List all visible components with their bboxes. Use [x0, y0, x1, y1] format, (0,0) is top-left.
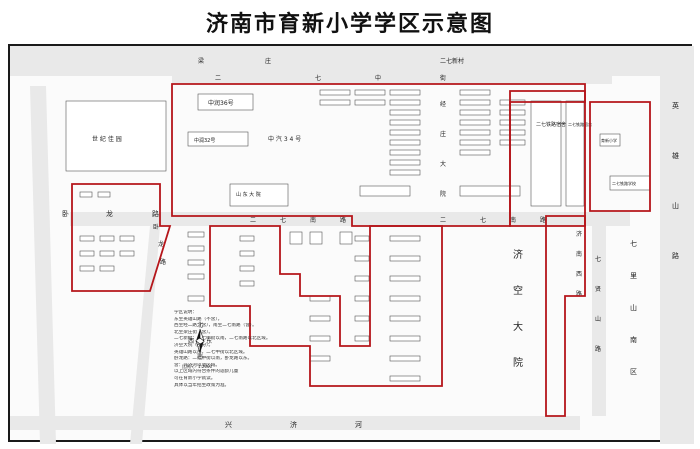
xingji-3: 河	[355, 421, 362, 429]
shandong-label: 山 东 大 院	[236, 191, 261, 198]
legend-line: 西至经二路（含），南至二七南路（含）。	[174, 323, 257, 329]
compass-east: 东	[206, 337, 212, 345]
qixian-2: 贤	[595, 285, 601, 293]
jinanxi-4: 路	[576, 290, 582, 298]
street-label-liang: 梁	[198, 57, 204, 65]
yuxin-block	[599, 133, 621, 147]
erqi-south2-4: 路	[540, 216, 546, 224]
west-road-1	[30, 86, 56, 444]
yingxiong-label-2: 雄	[672, 151, 679, 160]
wolong-label-1: 卧	[62, 210, 69, 218]
compass	[195, 328, 205, 354]
erqi-south-3: 南	[310, 216, 316, 224]
wolong2-label-1: 卧	[153, 223, 159, 231]
legend-line: 东至英雄山路（不含），	[174, 316, 223, 322]
compass-south: 南	[197, 353, 203, 361]
zhongrui34-label: 中 汽 3 4 号	[268, 135, 301, 143]
xingji-2: 济	[290, 420, 297, 429]
map-frame: 梁 庄 二七新村 二 七 中 街 英 雄 山 路 卧 龙 路 卧 龙 路 二 七…	[8, 44, 694, 444]
jikong-3: 大	[513, 320, 523, 333]
jinanxi-2: 南	[576, 250, 582, 258]
jikong-1: 济	[513, 248, 523, 261]
yingxiong-road	[660, 76, 694, 444]
shiji-label: 世 纪 佳 园	[92, 135, 122, 143]
wolong-label-2: 龙	[106, 209, 113, 218]
map-title: 济南市育新小学学区示意图	[205, 12, 494, 37]
erqi-south2-2: 七	[480, 216, 486, 224]
district-boundary-east	[589, 101, 651, 212]
zhongrui32-label: 中润32号	[194, 137, 215, 144]
erqi-school-label: 二七铁路学校	[612, 180, 636, 186]
zhongrui32-block	[187, 131, 249, 147]
wolong-label-3: 路	[152, 209, 159, 218]
jinanxi-3: 西	[576, 271, 582, 278]
zhongrui36-label: 中润36号	[208, 99, 234, 107]
erqi-south2-1: 二	[440, 217, 446, 224]
qixian-1: 七	[595, 255, 601, 263]
zhongrui36-block	[197, 93, 254, 111]
street-label-erqi-3: 中	[375, 74, 381, 82]
yuxin-label: 育新小学	[601, 137, 617, 143]
shandong-block	[229, 183, 289, 207]
erqi-zhongjie-road	[172, 70, 612, 84]
jingzhuang-2: 庄	[440, 130, 446, 138]
district-boundary-jikong	[545, 215, 586, 417]
legend-line: 以上区域内符合条件的适龄儿童	[174, 369, 239, 375]
qixian-road	[592, 226, 606, 416]
jingzhuang-1: 经	[440, 100, 446, 108]
legend-line: 济空大院（部分）。	[174, 342, 214, 348]
legend-line: 卧龙路：二七中街以南，卧龙路以东。	[174, 356, 253, 362]
building-grid	[79, 89, 526, 382]
qili-4: 南	[630, 335, 637, 344]
erqi-tielu2-block	[565, 100, 585, 207]
jikong-4: 院	[513, 356, 523, 369]
legend-line: 含：兴济河以北区域。	[174, 362, 220, 368]
jingzhuang-4: 院	[440, 190, 446, 198]
yingxiong-label-1: 英	[672, 101, 679, 110]
map-canvas: 梁 庄 二七新村 二 七 中 街 英 雄 山 路 卧 龙 路 卧 龙 路 二 七…	[10, 46, 694, 444]
legend-line: 北至梁庄街（含）。	[174, 329, 214, 335]
legend-panel: 学区说明： 东至英雄山路（不含）， 西至经二路（含），南至二七南路（含）。 北至…	[174, 310, 342, 422]
qili-5: 区	[630, 368, 637, 376]
xingji-1: 兴	[225, 420, 232, 429]
erqi-tielu-label: 二七铁路宿舍	[536, 121, 566, 128]
qili-1: 七	[630, 239, 637, 248]
compass-west: 西	[188, 338, 194, 345]
legend-line: 学区说明：	[174, 310, 197, 315]
compass-north: 北	[197, 321, 203, 329]
qili-2: 里	[630, 272, 637, 280]
jikong-2: 空	[513, 284, 523, 297]
erqi-tielu2-label: 二七铁路宿舍	[568, 121, 592, 127]
district-boundary-south	[209, 225, 443, 387]
yingxiong-label-3: 山	[672, 201, 679, 210]
erqi-south-2: 七	[280, 216, 286, 224]
street-label-erqixincun: 二七新村	[440, 57, 464, 65]
legend-line: 二七新村：二七中街以南，二七南路以北区域。	[174, 336, 271, 342]
legend-line: 可在育新小学就读。	[174, 375, 216, 381]
scale-label: 比例尺：1:2000	[182, 363, 213, 369]
wolong2-label-2: 龙	[158, 240, 164, 248]
street-label-erqi-1: 二	[215, 75, 221, 82]
qili-3: 山	[630, 303, 637, 312]
shiji-block	[65, 100, 167, 172]
street-label-erqi-2: 七	[315, 74, 321, 82]
qixian-3: 山	[595, 315, 601, 323]
west-road-2	[130, 226, 160, 444]
street-label-zhuang: 庄	[265, 57, 271, 65]
yingxiong-label-4: 路	[672, 251, 679, 260]
wolong2-label-3: 路	[160, 258, 166, 266]
street-label-erqi-4: 街	[440, 74, 446, 82]
erqi-south-4: 路	[340, 216, 346, 224]
erqi-south-1: 二	[250, 217, 256, 224]
legend-line: 英雄山路以西，二七中街以北区域。	[174, 349, 248, 355]
legend-line: 具体以当年招生政策为准。	[174, 382, 230, 388]
district-boundary-west	[71, 183, 172, 292]
jinanxi-1: 济	[576, 230, 582, 238]
erqi-tielu-block	[530, 100, 562, 207]
erqi-south2-3: 南	[510, 216, 516, 224]
xingji-road	[10, 416, 580, 430]
qixian-4: 路	[595, 345, 601, 353]
jingzhuang-3: 大	[440, 160, 446, 168]
